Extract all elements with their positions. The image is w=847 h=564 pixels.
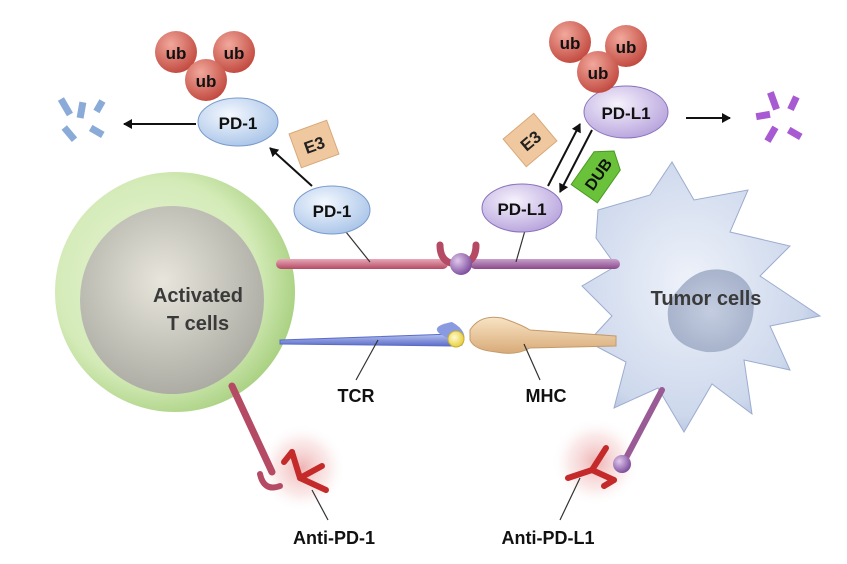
dub-enzyme: DUB xyxy=(570,150,621,204)
ub-bead: ub xyxy=(605,25,647,67)
anti-pd1-label: Anti-PD-1 xyxy=(293,528,375,548)
pdl1-receptor-stalk xyxy=(623,387,665,461)
ub-bead: ub xyxy=(577,51,619,93)
t-cell-label-line2: T cells xyxy=(167,313,229,335)
pd1-ubiquitinated: PD-1 xyxy=(197,97,279,147)
pdl1-deubiquitination-arrow xyxy=(559,129,593,193)
pdl1-receptor-knob xyxy=(613,455,631,473)
pd1-top-label: PD-1 xyxy=(219,114,258,133)
pdl1-membrane-protein: PD-L1 xyxy=(481,183,563,233)
tumor-cell-label: Tumor cells xyxy=(651,288,762,310)
svg-text:ub: ub xyxy=(224,44,245,63)
activated-t-cell: Activated T cells xyxy=(55,172,295,412)
tumor-cell: Tumor cells xyxy=(581,161,822,433)
pdl1-mid-label: PD-L1 xyxy=(497,200,546,219)
pd1-receptor-stalk xyxy=(228,382,276,476)
anti-pd1-antibody-group: Anti-PD-1 xyxy=(228,382,375,548)
anti-pd1-antibody xyxy=(281,449,329,493)
tcr-mhc-interaction: TCR MHC xyxy=(279,316,617,406)
antigen-peptide xyxy=(447,330,465,348)
svg-text:ub: ub xyxy=(196,72,217,91)
pdl1-degraded-fragments xyxy=(755,91,803,143)
mhc-label: MHC xyxy=(526,386,567,406)
pdl1-top-label: PD-L1 xyxy=(601,104,650,123)
tumor-nucleus xyxy=(667,269,754,353)
tcr-label: TCR xyxy=(338,386,375,406)
e3-ligase-pd1: E3 xyxy=(288,119,340,169)
pd1-ubiquitination-arrow xyxy=(269,147,313,187)
ub-bead: ub xyxy=(549,21,591,63)
pdl1-ubiquitinated: PD-L1 xyxy=(583,85,669,139)
pdl1-ligand-knob xyxy=(450,253,472,275)
svg-text:ub: ub xyxy=(166,44,187,63)
anti-pd1-pointer xyxy=(311,489,329,521)
ub-bead: ub xyxy=(185,59,227,101)
pd1-membrane-protein: PD-1 xyxy=(293,185,371,235)
anti-pdl1-label: Anti-PD-L1 xyxy=(502,528,595,548)
pdl1-membrane-stalk xyxy=(470,259,620,269)
pd1-mid-label: PD-1 xyxy=(313,202,352,221)
anti-pdl1-antibody-group: Anti-PD-L1 xyxy=(502,387,665,548)
anti-pdl1-pointer xyxy=(559,477,581,521)
tcr-pointer-line xyxy=(355,339,379,381)
anti-pdl1-antibody xyxy=(565,445,617,489)
mhc-pointer-line xyxy=(523,343,541,381)
ub-bead: ub xyxy=(213,31,255,73)
svg-text:ub: ub xyxy=(616,38,637,57)
mhc-molecule xyxy=(469,316,617,354)
svg-text:ub: ub xyxy=(588,64,609,83)
t-cell-nucleus xyxy=(80,206,264,394)
pd1-receptor-end xyxy=(257,471,283,491)
e3-ligase-pdl1: E3 xyxy=(502,112,558,168)
tcr-receptor xyxy=(279,333,453,347)
pdl1-ubiquitination-arrow xyxy=(547,123,581,187)
t-cell-label-line1: Activated xyxy=(153,285,243,307)
ub-chain-pdl1: ub ub ub xyxy=(549,21,647,93)
pd1-degraded-fragments xyxy=(57,97,106,143)
ub-chain-pd1: ub ub ub xyxy=(155,31,255,101)
ub-bead: ub xyxy=(155,31,197,73)
svg-text:ub: ub xyxy=(560,34,581,53)
pd1-membrane-stalk xyxy=(276,259,448,269)
